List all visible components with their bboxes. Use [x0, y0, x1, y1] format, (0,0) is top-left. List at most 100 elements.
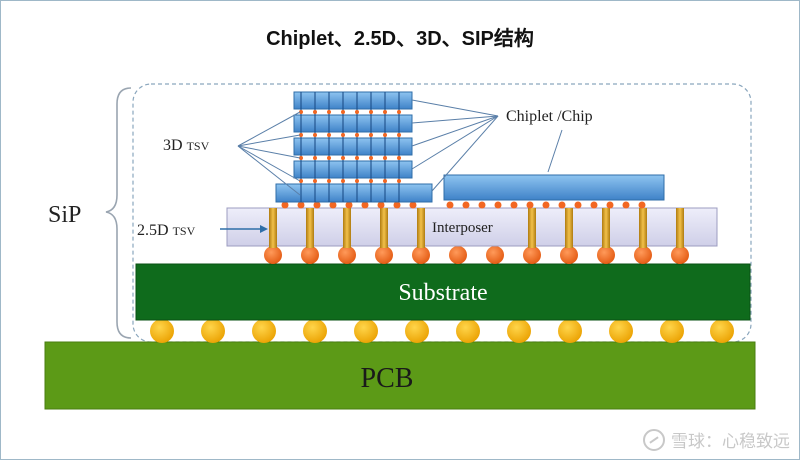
tsv-via	[380, 208, 388, 248]
micro-bump	[494, 201, 502, 209]
stack-bump	[383, 179, 387, 183]
micro-bump	[409, 201, 417, 209]
interposer-tsvs	[269, 208, 684, 248]
stack-bump	[341, 133, 345, 137]
stack-bump	[369, 156, 373, 160]
solder-ball	[405, 319, 429, 343]
stack-bump	[397, 110, 401, 114]
micro-bump	[542, 201, 550, 209]
stack-bump	[299, 156, 303, 160]
stack-bump	[341, 110, 345, 114]
c4-bump	[486, 246, 504, 264]
tsv-via	[676, 208, 684, 248]
c4-bumps	[264, 246, 689, 264]
tsv-via	[269, 208, 277, 248]
stack-bump	[369, 110, 373, 114]
stack-bump	[355, 156, 359, 160]
solder-ball	[609, 319, 633, 343]
stack-tsv	[328, 92, 330, 202]
micro-bump	[606, 201, 614, 209]
micro-bump	[361, 201, 369, 209]
micro-bump	[393, 201, 401, 209]
tsv-25d-arrow	[220, 225, 268, 233]
micro-bump	[377, 201, 385, 209]
stack-bump	[383, 110, 387, 114]
solder-ball	[507, 319, 531, 343]
solder-ball	[456, 319, 480, 343]
solder-ball	[201, 319, 225, 343]
stack-bump	[327, 110, 331, 114]
c4-bump	[560, 246, 578, 264]
stack-tsv	[398, 92, 400, 202]
diagram-title: Chiplet、2.5D、3D、SIP结构	[266, 28, 534, 50]
c4-bump	[375, 246, 393, 264]
tsv-25d-label: 2.5D TSV	[137, 222, 196, 239]
c4-bump	[597, 246, 615, 264]
stack-bumps	[299, 110, 401, 183]
stacked-die	[293, 91, 413, 110]
stack-bump	[313, 110, 317, 114]
micro-bump	[446, 201, 454, 209]
c4-bump	[264, 246, 282, 264]
tsv-via	[306, 208, 314, 248]
tsv-3d-callout-lines	[237, 111, 301, 196]
micro-bumps	[281, 201, 646, 209]
stack-base-die	[275, 183, 433, 203]
solder-ball	[150, 319, 174, 343]
micro-bump	[329, 201, 337, 209]
stack-tsv	[342, 92, 344, 202]
micro-bump	[526, 201, 534, 209]
stack-tsv	[300, 92, 302, 202]
stack-bump	[369, 133, 373, 137]
c4-bump	[449, 246, 467, 264]
micro-bump	[638, 201, 646, 209]
tsv-via	[417, 208, 425, 248]
stack-bump	[341, 156, 345, 160]
micro-bump	[478, 201, 486, 209]
chiplet-callout-lines	[411, 99, 563, 192]
c4-bump	[301, 246, 319, 264]
solder-ball	[354, 319, 378, 343]
stack-tsvs	[300, 92, 400, 202]
chiplet-label: Chiplet /Chip	[506, 108, 593, 125]
micro-bump	[574, 201, 582, 209]
stack-bump	[327, 133, 331, 137]
chiplet-right	[443, 174, 665, 201]
micro-bump	[297, 201, 305, 209]
sip-bracket	[105, 87, 132, 339]
stack-bump	[313, 179, 317, 183]
c4-bump	[634, 246, 652, 264]
stack-tsv	[356, 92, 358, 202]
stack-tsv	[384, 92, 386, 202]
stack-bump	[397, 179, 401, 183]
snowball-logo-icon	[643, 428, 665, 451]
stack-bump	[397, 133, 401, 137]
pcb-board	[44, 341, 756, 410]
stacked-dies	[293, 91, 413, 179]
solder-ball	[252, 319, 276, 343]
solder-ball	[660, 319, 684, 343]
stack-bump	[327, 156, 331, 160]
stack-bump	[355, 110, 359, 114]
stack-bump	[299, 110, 303, 114]
solder-balls	[150, 319, 734, 343]
sip-label: SiP	[48, 202, 81, 228]
stack-bump	[355, 179, 359, 183]
interposer-label: Interposer	[432, 220, 493, 236]
micro-bump	[345, 201, 353, 209]
tsv-3d-label: 3D TSV	[163, 137, 210, 154]
stack-bump	[369, 179, 373, 183]
tsv-via	[639, 208, 647, 248]
stack-bump	[313, 133, 317, 137]
tsv-via	[528, 208, 536, 248]
stacked-die	[293, 137, 413, 156]
solder-ball	[303, 319, 327, 343]
micro-bump	[281, 201, 289, 209]
c4-bump	[523, 246, 541, 264]
stack-bump	[299, 179, 303, 183]
micro-bump	[622, 201, 630, 209]
stack-bump	[299, 133, 303, 137]
watermark-text: 雪球：心稳致远	[671, 432, 790, 452]
c4-bump	[412, 246, 430, 264]
